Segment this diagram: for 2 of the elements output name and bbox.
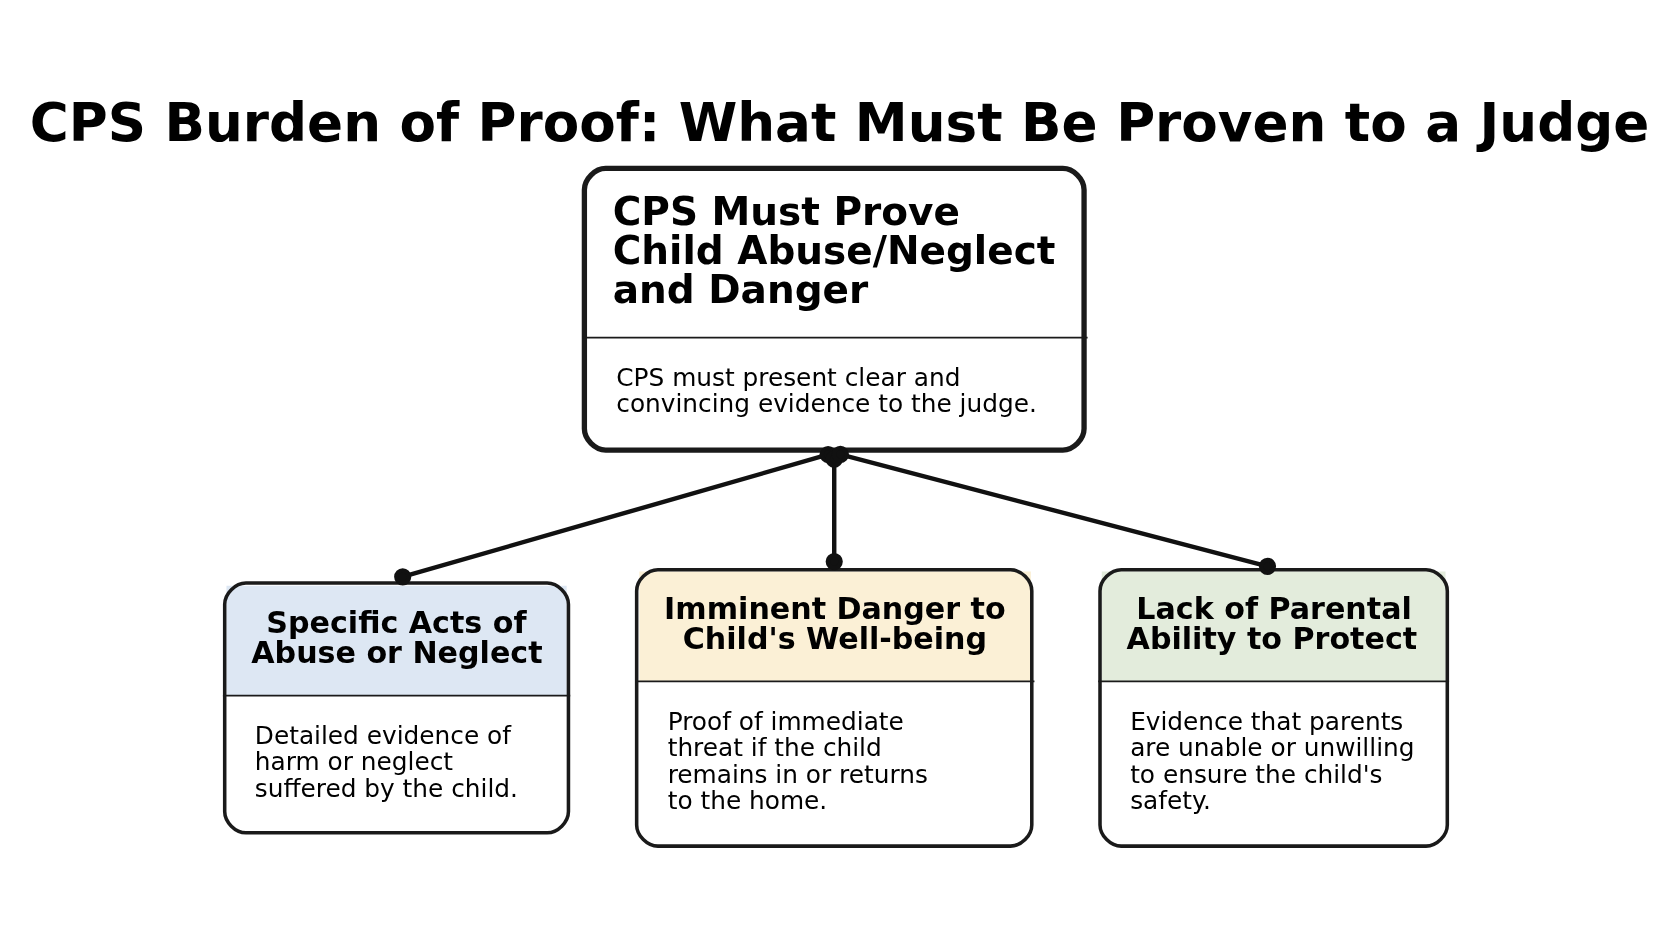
connector (831, 445, 1277, 575)
diagram-title: CPS Burden of Proof: What Must Be Proven to a Judge (29, 91, 1650, 154)
